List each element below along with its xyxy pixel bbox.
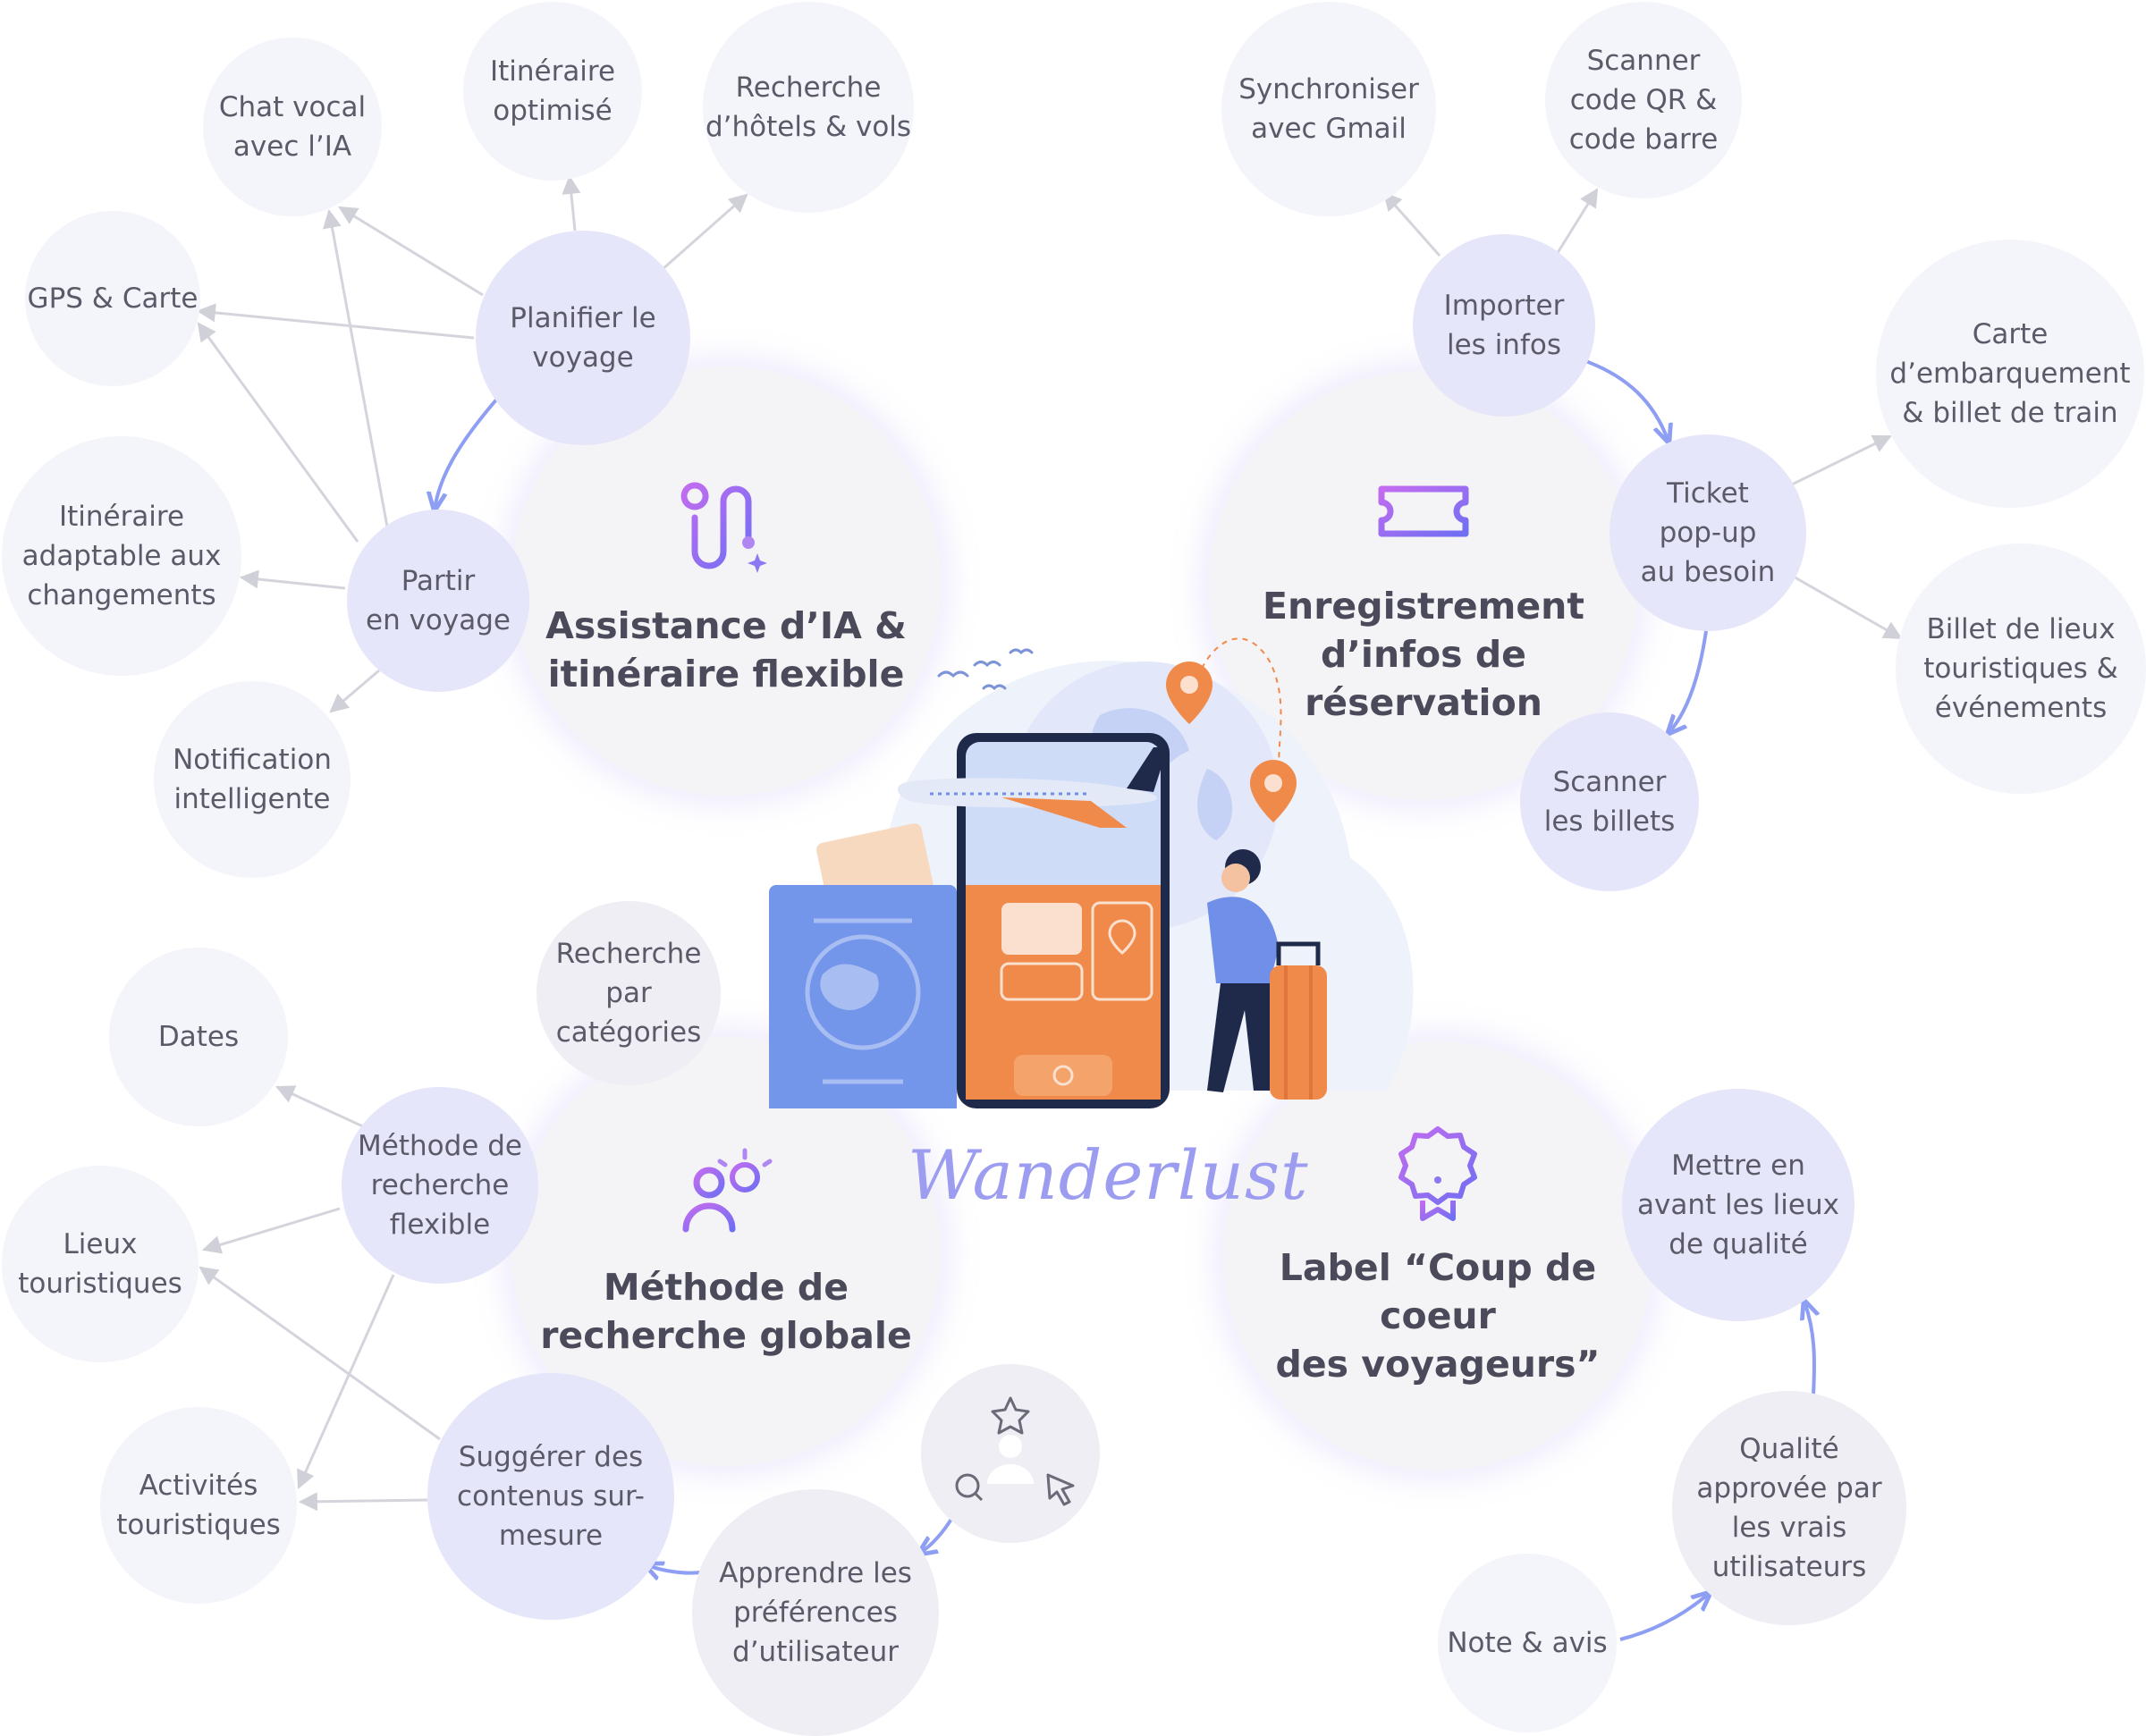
leaf-recherche-hotels: Recherche d’hôtels & vols (703, 2, 914, 213)
travel-illustration (769, 637, 1414, 1108)
hub-label: Label “Coup de coeur des voyageurs” (1223, 1041, 1652, 1471)
leaf-scanner-qr: Scanner code QR & code barre (1545, 2, 1742, 198)
preferences-icons (955, 1396, 1075, 1506)
leaf-chat-vocal: Chat vocal avec l’IA (203, 38, 382, 216)
node-mettre-en-avant: Mettre en avant les lieux de qualité (1622, 1089, 1855, 1321)
route-icon (680, 482, 767, 573)
leaf-carte-embarquement: Carte d’embarquement & billet de train (1876, 240, 2144, 508)
node-recherche-categories: Recherche par catégories (536, 901, 721, 1085)
location-pin-2 (1250, 760, 1297, 822)
leaf-activites-touristiques: Activités touristiques (100, 1407, 297, 1604)
star-icon (991, 1396, 1030, 1435)
user-idea-icon (682, 1148, 773, 1233)
traveler (1207, 849, 1327, 1100)
leaf-itineraire-optimise: Itinéraire optimisé (463, 2, 642, 181)
node-qualite-approuvee: Qualité approvée par les vrais utilisate… (1672, 1391, 1906, 1625)
leaf-gps-carte: GPS & Carte (25, 211, 200, 386)
node-methode-flexible: Méthode de recherche flexible (342, 1087, 538, 1284)
hub-ai-title: Assistance d’IA & itinéraire flexible (545, 604, 907, 695)
badge-icon (1398, 1126, 1477, 1221)
airplane (897, 747, 1168, 828)
node-suggerer-contenus: Suggérer des contenus sur- mesure (427, 1373, 674, 1620)
leaf-synchroniser-gmail: Synchroniser avec Gmail (1221, 2, 1436, 216)
brand-logo-wanderlust: Wanderlust (908, 1135, 1309, 1215)
location-pin-1 (1166, 662, 1212, 724)
ticket-icon (1378, 485, 1469, 537)
leaf-itineraire-adaptable: Itinéraire adaptable aux changements (2, 436, 241, 676)
node-ticket-popup: Ticket pop-up au besoin (1610, 434, 1806, 631)
leaf-lieux-touristiques: Lieux touristiques (2, 1166, 199, 1362)
leaf-billet-lieux: Billet de lieux touristiques & événement… (1896, 544, 2146, 794)
leaf-dates: Dates (109, 948, 288, 1126)
node-apprendre-preferences: Apprendre les préférences d’utilisateur (692, 1489, 939, 1736)
node-note-avis: Note & avis (1438, 1554, 1617, 1732)
node-planifier-voyage: Planifier le voyage (476, 231, 690, 445)
node-scanner-billets: Scanner les billets (1520, 712, 1699, 891)
hub-search-title: Méthode de recherche globale (540, 1266, 912, 1357)
cursor-icon (1046, 1473, 1075, 1506)
node-partir-en-voyage: Partir en voyage (347, 510, 529, 692)
preferences-icons-bubble (921, 1364, 1100, 1543)
user-icon (987, 1435, 1034, 1484)
leaf-notification: Notification intelligente (154, 681, 351, 878)
node-importer-infos: Importer les infos (1413, 234, 1595, 417)
hub-reservation-title: Enregistrement d’infos de réservation (1263, 585, 1584, 724)
search-icon (955, 1473, 984, 1502)
hub-label-title: Label “Coup de coeur des voyageurs” (1275, 1246, 1601, 1386)
